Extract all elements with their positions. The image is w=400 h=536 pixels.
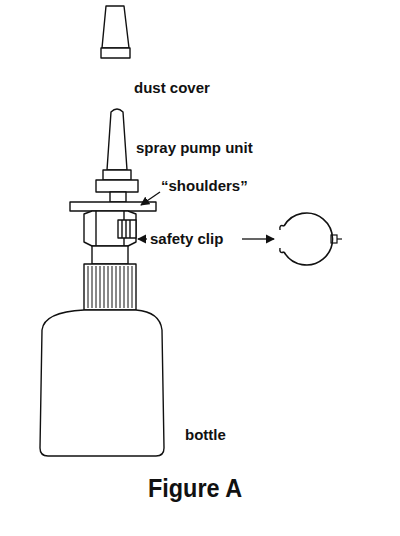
part-label: spray pump unit [136, 140, 253, 157]
cap-rib [88, 266, 89, 308]
safety-clip-detached [284, 213, 333, 265]
pump-neck [92, 246, 128, 264]
cap-rib [112, 266, 113, 308]
leader-line [138, 238, 147, 239]
part-label: bottle [185, 427, 226, 444]
dust-cover [102, 6, 129, 48]
clip-tab [331, 235, 337, 243]
bottle-body [40, 310, 164, 456]
cap-rib [120, 266, 121, 308]
part-label: “shoulders” [161, 178, 248, 195]
cap-rib [116, 266, 117, 308]
cap-rib [92, 266, 93, 308]
cap-rib [108, 266, 109, 308]
cap-rib [132, 266, 133, 308]
pump-collar [96, 180, 138, 192]
cap-rib [104, 266, 105, 308]
hex-collar [84, 211, 136, 246]
part-label: dust cover [134, 80, 210, 97]
ribbed-cap [84, 264, 136, 310]
pump-stem [110, 192, 126, 202]
cap-rib [96, 266, 97, 308]
part-label: safety clip [150, 231, 223, 248]
dust-cover-rim [101, 48, 130, 58]
cap-rib [128, 266, 129, 308]
pump-nozzle [107, 109, 127, 170]
safety-clip-mounted [118, 220, 136, 238]
leader-line [242, 238, 274, 239]
figure-caption: Figure A [148, 474, 242, 503]
cap-rib [100, 266, 101, 308]
nozzle-base [103, 170, 131, 180]
leader-line [141, 192, 160, 205]
cap-rib [124, 266, 125, 308]
